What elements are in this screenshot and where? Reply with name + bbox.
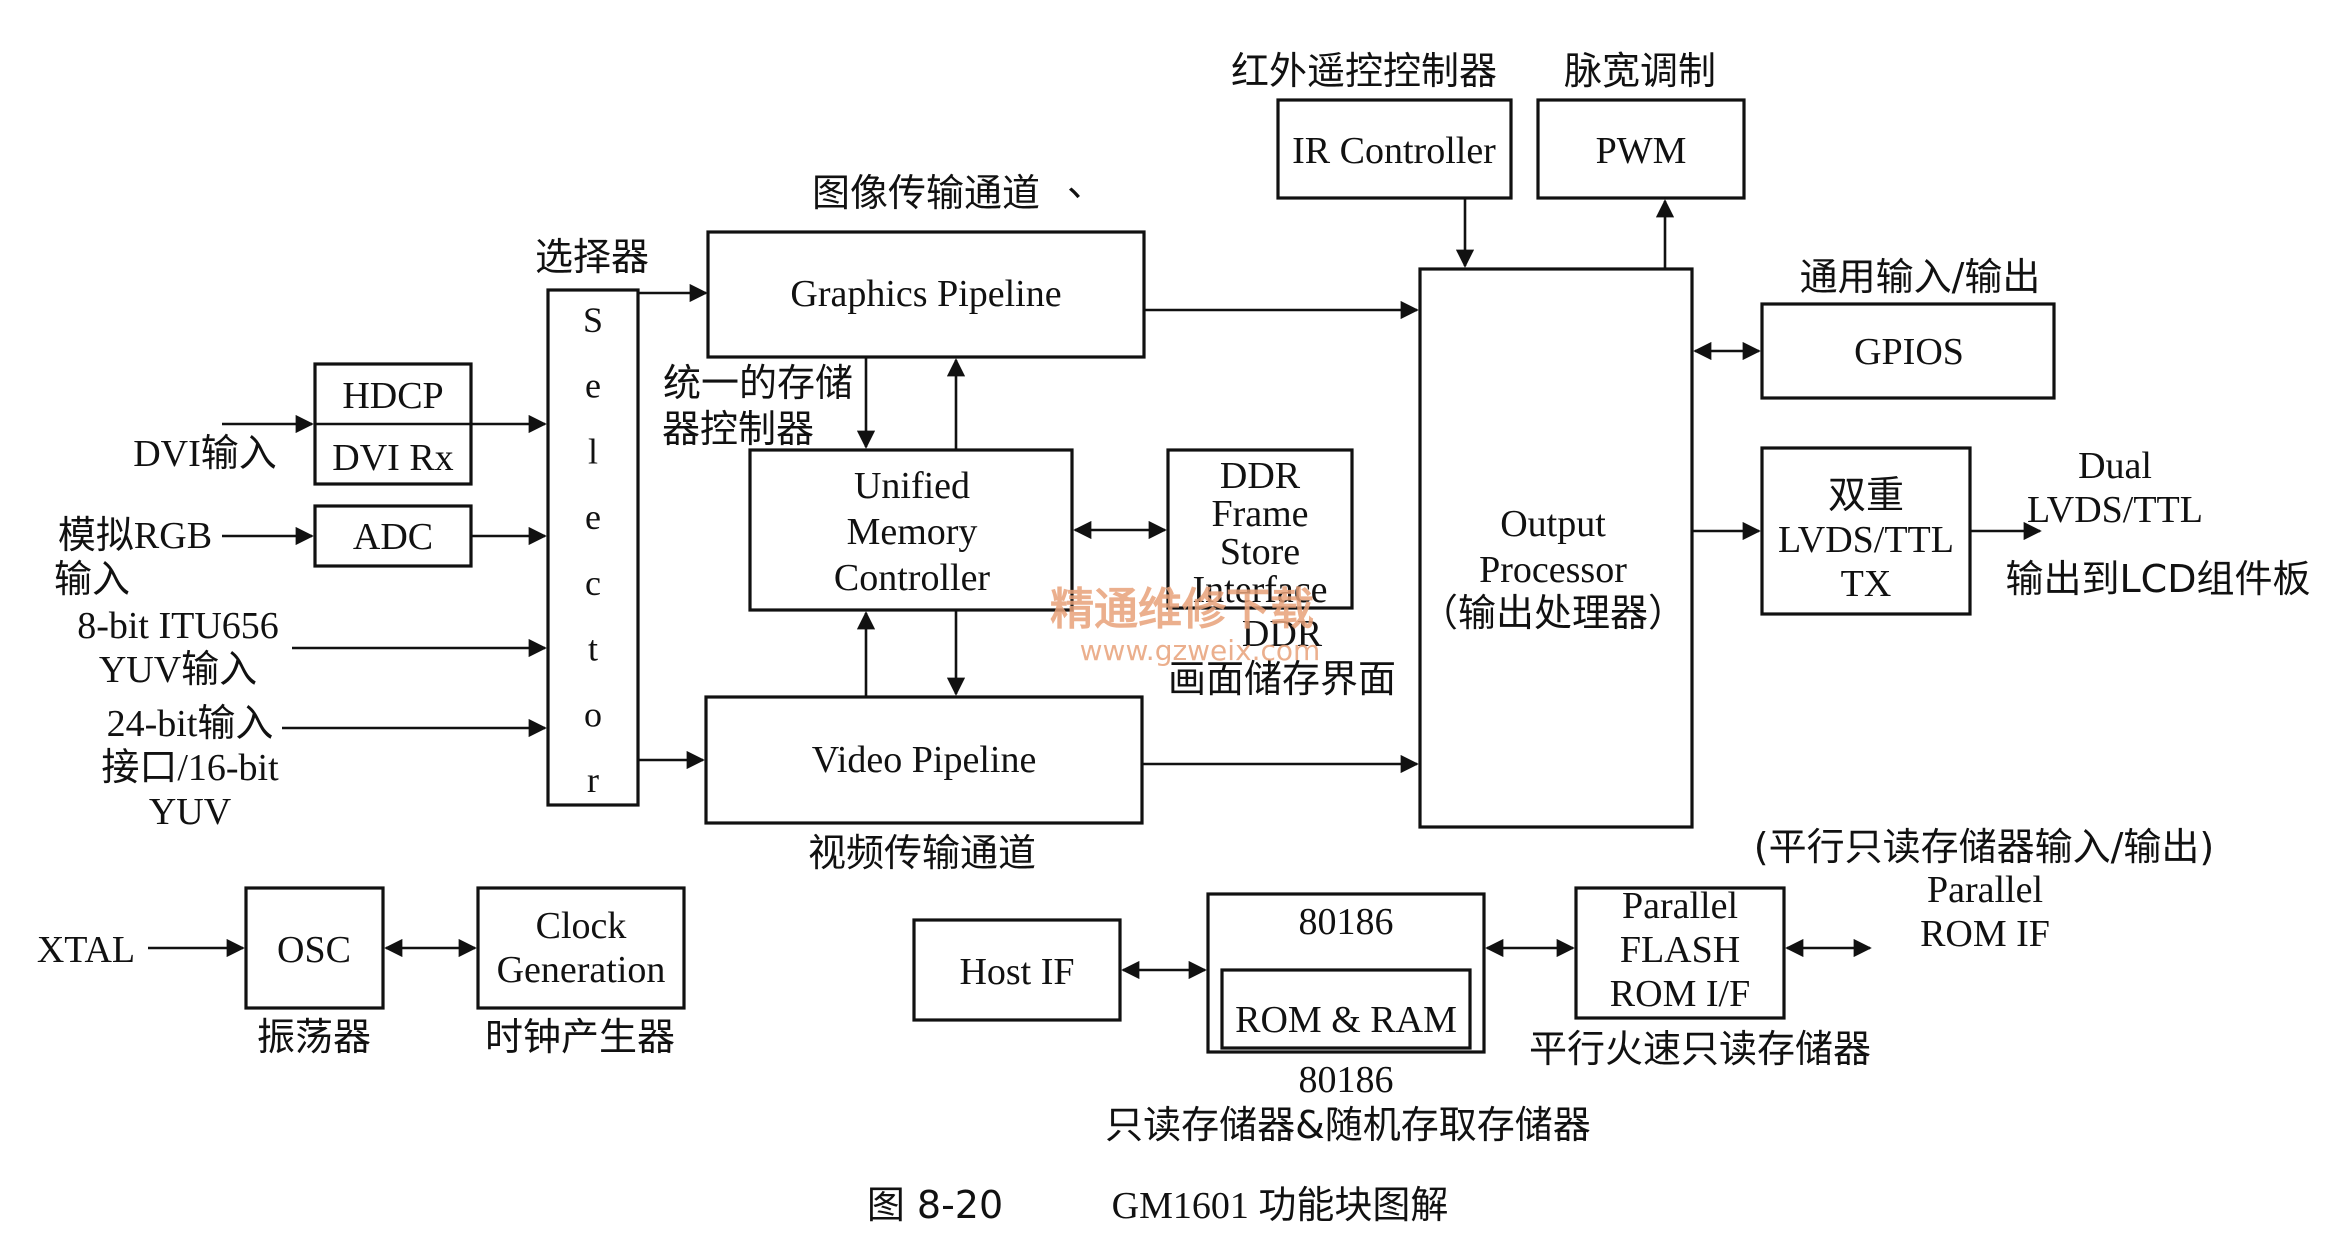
output-processor-label-1: Output	[1500, 503, 1606, 545]
umc-cn-2: 器控制器	[662, 407, 814, 451]
watermark-url: www.gzweix.com	[1080, 634, 1321, 667]
ir-controller-block	[1276, 98, 1513, 200]
ir-controller-cn: 红外遥控控制器	[1231, 49, 1497, 93]
video-pipeline-block	[704, 695, 1144, 825]
graphics-pipeline-cn: 图像传输通道	[812, 171, 1040, 215]
xtal-label: XTAL	[37, 929, 135, 971]
ddr-label-2: Frame	[1211, 493, 1308, 535]
osc-block	[244, 886, 385, 1010]
ddr-cn-1: DDR	[1242, 613, 1323, 655]
analog-rgb-label-2: 输入	[54, 559, 130, 601]
lvds-label-3: TX	[1841, 563, 1892, 605]
parallel-rom-label-1: Parallel	[1927, 869, 2043, 911]
selector-letter: e	[585, 497, 601, 537]
lvds-label-1: 双重	[1828, 473, 1904, 517]
pwm-cn: 脉宽调制	[1564, 49, 1716, 93]
selector-block	[546, 288, 640, 807]
itu656-label-1: 8-bit ITU656	[77, 605, 279, 647]
watermark-text: 精通维修下载	[1050, 584, 1314, 635]
ddr-cn-2: 画面储存界面	[1168, 657, 1396, 701]
ddr-label-4: Interface	[1193, 569, 1328, 611]
dvi-rx-label: DVI Rx	[332, 437, 453, 479]
rom-ram-label: ROM & RAM	[1235, 999, 1457, 1041]
umc-block	[748, 448, 1074, 612]
graphics-pipeline-label: Graphics Pipeline	[790, 273, 1061, 315]
osc-cn: 振荡器	[257, 1015, 371, 1059]
output-processor-label-2: Processor	[1479, 549, 1627, 591]
selector-title: 选择器	[535, 235, 649, 279]
dual-lvds-out-2: LVDS/TTL	[2027, 489, 2203, 531]
rom-ram-block	[1220, 968, 1472, 1050]
gpio-label: GPIOS	[1854, 331, 1964, 373]
umc-label-1: Unified	[854, 465, 970, 507]
clock-gen-cn: 时钟产生器	[485, 1015, 675, 1059]
lvds-label-2: LVDS/TTL	[1778, 519, 1954, 561]
selector-letter: l	[588, 431, 598, 471]
ddr-block	[1166, 448, 1354, 610]
graphics-pipeline-mark: 、	[1067, 161, 1105, 205]
flash-block	[1574, 886, 1786, 1020]
dual-lvds-out-1: Dual	[2078, 445, 2152, 487]
selector-letter: e	[585, 366, 601, 406]
flash-cn: 平行火速只读存储器	[1529, 1027, 1871, 1071]
selector-letter: c	[585, 563, 601, 603]
host-if-label: Host IF	[959, 951, 1074, 993]
dvi-input-label: DVI输入	[133, 433, 277, 475]
cpu-cn-1: 80186	[1299, 1059, 1394, 1101]
selector-letter: t	[588, 629, 598, 669]
input-24bit-label-1: 24-bit输入	[107, 703, 274, 745]
output-processor-cn: （输出处理器）	[1420, 591, 1686, 635]
cpu-label: 80186	[1299, 901, 1394, 943]
ddr-label-3: Store	[1220, 531, 1300, 573]
video-pipeline-label: Video Pipeline	[812, 739, 1037, 781]
lcd-board-cn: 输出到LCD组件板	[2006, 557, 2311, 601]
adc-block	[313, 504, 473, 568]
flash-label-2: FLASH	[1620, 929, 1740, 971]
parallel-rom-cn: (平行只读存储器输入/输出)	[1754, 825, 2214, 869]
flash-label-3: ROM I/F	[1610, 973, 1750, 1015]
itu656-label-2: YUV输入	[99, 649, 257, 691]
parallel-rom-label-2: ROM IF	[1920, 913, 2050, 955]
input-24bit-label-3: YUV	[149, 791, 232, 833]
umc-cn-1: 统一的存储	[663, 361, 853, 405]
selector-letter: r	[587, 760, 599, 800]
figure-title: GM1601 功能块图解	[1112, 1185, 1449, 1227]
gpio-block	[1760, 302, 2056, 400]
flash-label-1: Parallel	[1622, 885, 1738, 927]
selector-letter: S	[583, 300, 603, 340]
host-if-block	[912, 918, 1122, 1022]
ddr-label-1: DDR	[1220, 455, 1301, 497]
pwm-block	[1536, 98, 1746, 200]
output-processor-block	[1418, 267, 1694, 829]
cpu-cn-2: 只读存储器&随机存取存储器	[1105, 1103, 1591, 1147]
video-pipeline-cn: 视频传输通道	[808, 831, 1036, 875]
ir-controller-label: IR Controller	[1292, 130, 1496, 172]
clock-gen-block	[476, 886, 686, 1010]
clock-gen-label-1: Clock	[536, 905, 627, 947]
input-24bit-label-2: 接口/16-bit	[101, 747, 279, 789]
hdcp-label: HDCP	[342, 375, 443, 417]
umc-label-3: Controller	[834, 557, 991, 599]
lvds-block	[1760, 446, 1972, 616]
umc-label-2: Memory	[847, 511, 978, 553]
analog-rgb-label-1: 模拟RGB	[58, 515, 212, 557]
gpio-cn: 通用输入/输出	[1800, 255, 2041, 299]
selector-letter: o	[584, 694, 602, 734]
adc-label: ADC	[353, 516, 433, 558]
figure-number: 图 8-20	[867, 1183, 1003, 1227]
pwm-label: PWM	[1596, 130, 1687, 172]
osc-label: OSC	[277, 929, 351, 971]
clock-gen-label-2: Generation	[497, 949, 666, 991]
graphics-pipeline-block	[706, 230, 1146, 359]
